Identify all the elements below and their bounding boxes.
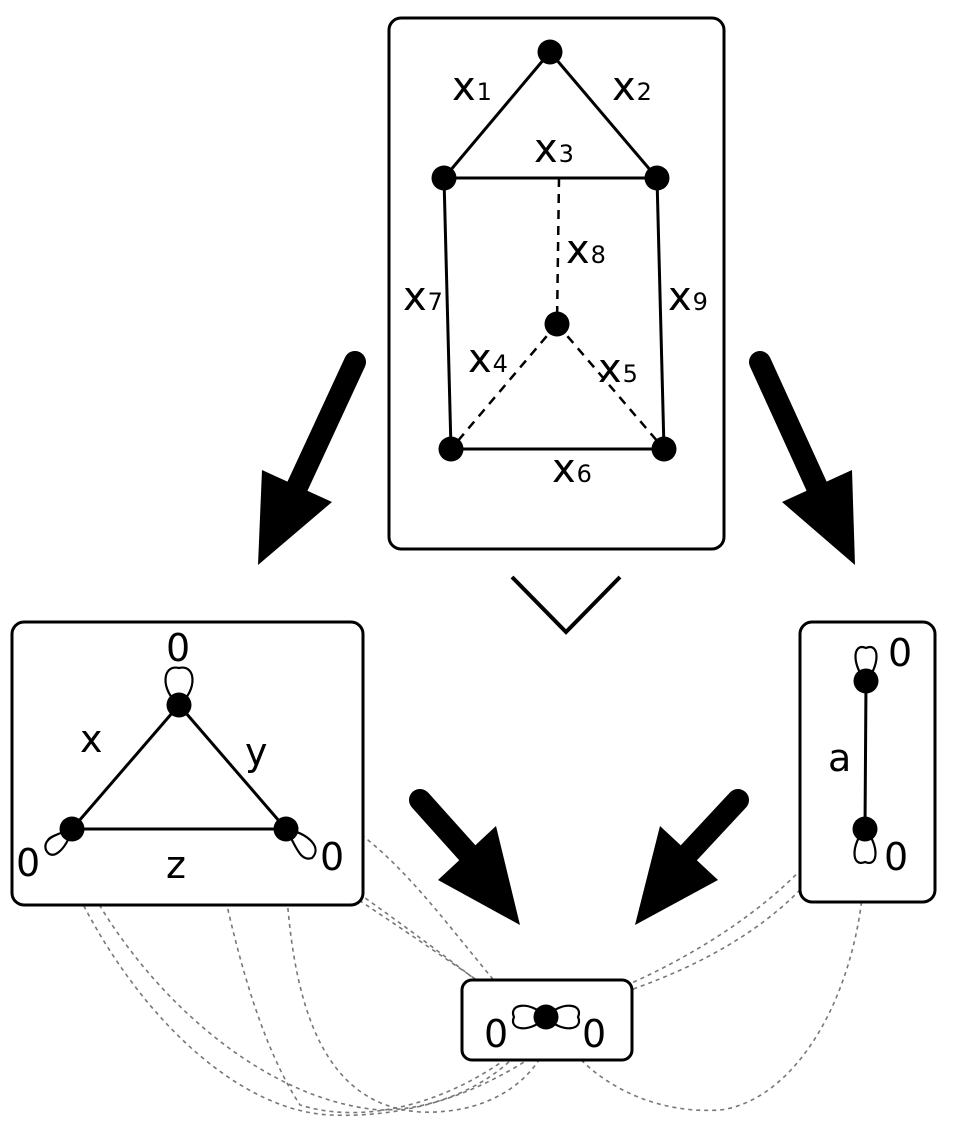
top-graph-panel: x1 x2 x3 x4 x5 x6 x7 x8 x9 xyxy=(387,16,726,551)
vertex xyxy=(431,165,457,191)
edge-label-y: y xyxy=(245,730,268,774)
edge-x7 xyxy=(442,177,453,450)
edge-label-x3: x3 xyxy=(534,126,574,172)
triangle-graph-panel: x y z 0 0 0 xyxy=(10,620,365,907)
vertex xyxy=(644,165,670,191)
edge-x2 xyxy=(548,51,659,179)
mapping-curve xyxy=(79,869,528,1111)
edge-x5 xyxy=(556,323,665,450)
wedge-symbol xyxy=(510,575,622,635)
edge-x9 xyxy=(655,177,666,450)
edge-label-x2: x2 xyxy=(612,64,652,110)
edge-x8 xyxy=(555,177,561,325)
vertex xyxy=(853,668,879,694)
loop-label: 0 xyxy=(320,835,344,879)
point-graph-panel: 0 0 xyxy=(460,978,634,1062)
edge-label-x1: x1 xyxy=(452,64,492,110)
loop-label: 0 xyxy=(16,841,40,885)
arrow-triangle-to-point xyxy=(409,789,520,925)
edge-label-x8: x8 xyxy=(566,227,606,273)
edge-label-x4: x4 xyxy=(468,336,508,382)
edge-x4 xyxy=(450,323,558,450)
vertex xyxy=(59,816,85,842)
loop-label: 0 xyxy=(888,631,912,675)
vertex xyxy=(166,692,192,718)
vertex xyxy=(852,816,878,842)
vertex xyxy=(537,39,563,65)
edge-x xyxy=(70,704,181,830)
arrow-to-segment xyxy=(749,351,855,565)
edge-label-x6: x6 xyxy=(552,446,592,492)
vertex xyxy=(544,311,570,337)
edge-label-x5: x5 xyxy=(598,346,638,392)
segment-graph-panel: a 0 0 xyxy=(798,620,937,904)
edge-label-x9: x9 xyxy=(668,274,708,320)
mapping-curve xyxy=(59,854,571,1117)
edge-x1 xyxy=(442,51,552,179)
arrow-to-triangle xyxy=(258,351,366,565)
vertex xyxy=(651,436,677,462)
edge-label-a: a xyxy=(828,736,851,780)
mapping-curve xyxy=(559,829,866,1112)
edge-label-x: x xyxy=(80,717,103,761)
mapping-curve xyxy=(284,859,551,1113)
vertex xyxy=(273,816,299,842)
loop-label: 0 xyxy=(884,835,908,879)
vertex xyxy=(533,1004,559,1030)
edge-label-x7: x7 xyxy=(403,274,443,320)
edge-label-z: z xyxy=(166,843,186,887)
edge-y xyxy=(177,704,288,830)
loop-label: 0 xyxy=(484,1012,508,1056)
vertex xyxy=(438,436,464,462)
edge-a xyxy=(863,680,868,830)
loop-label: 0 xyxy=(166,626,190,670)
arrow-segment-to-point xyxy=(635,789,749,925)
loop-label: 0 xyxy=(582,1012,606,1056)
